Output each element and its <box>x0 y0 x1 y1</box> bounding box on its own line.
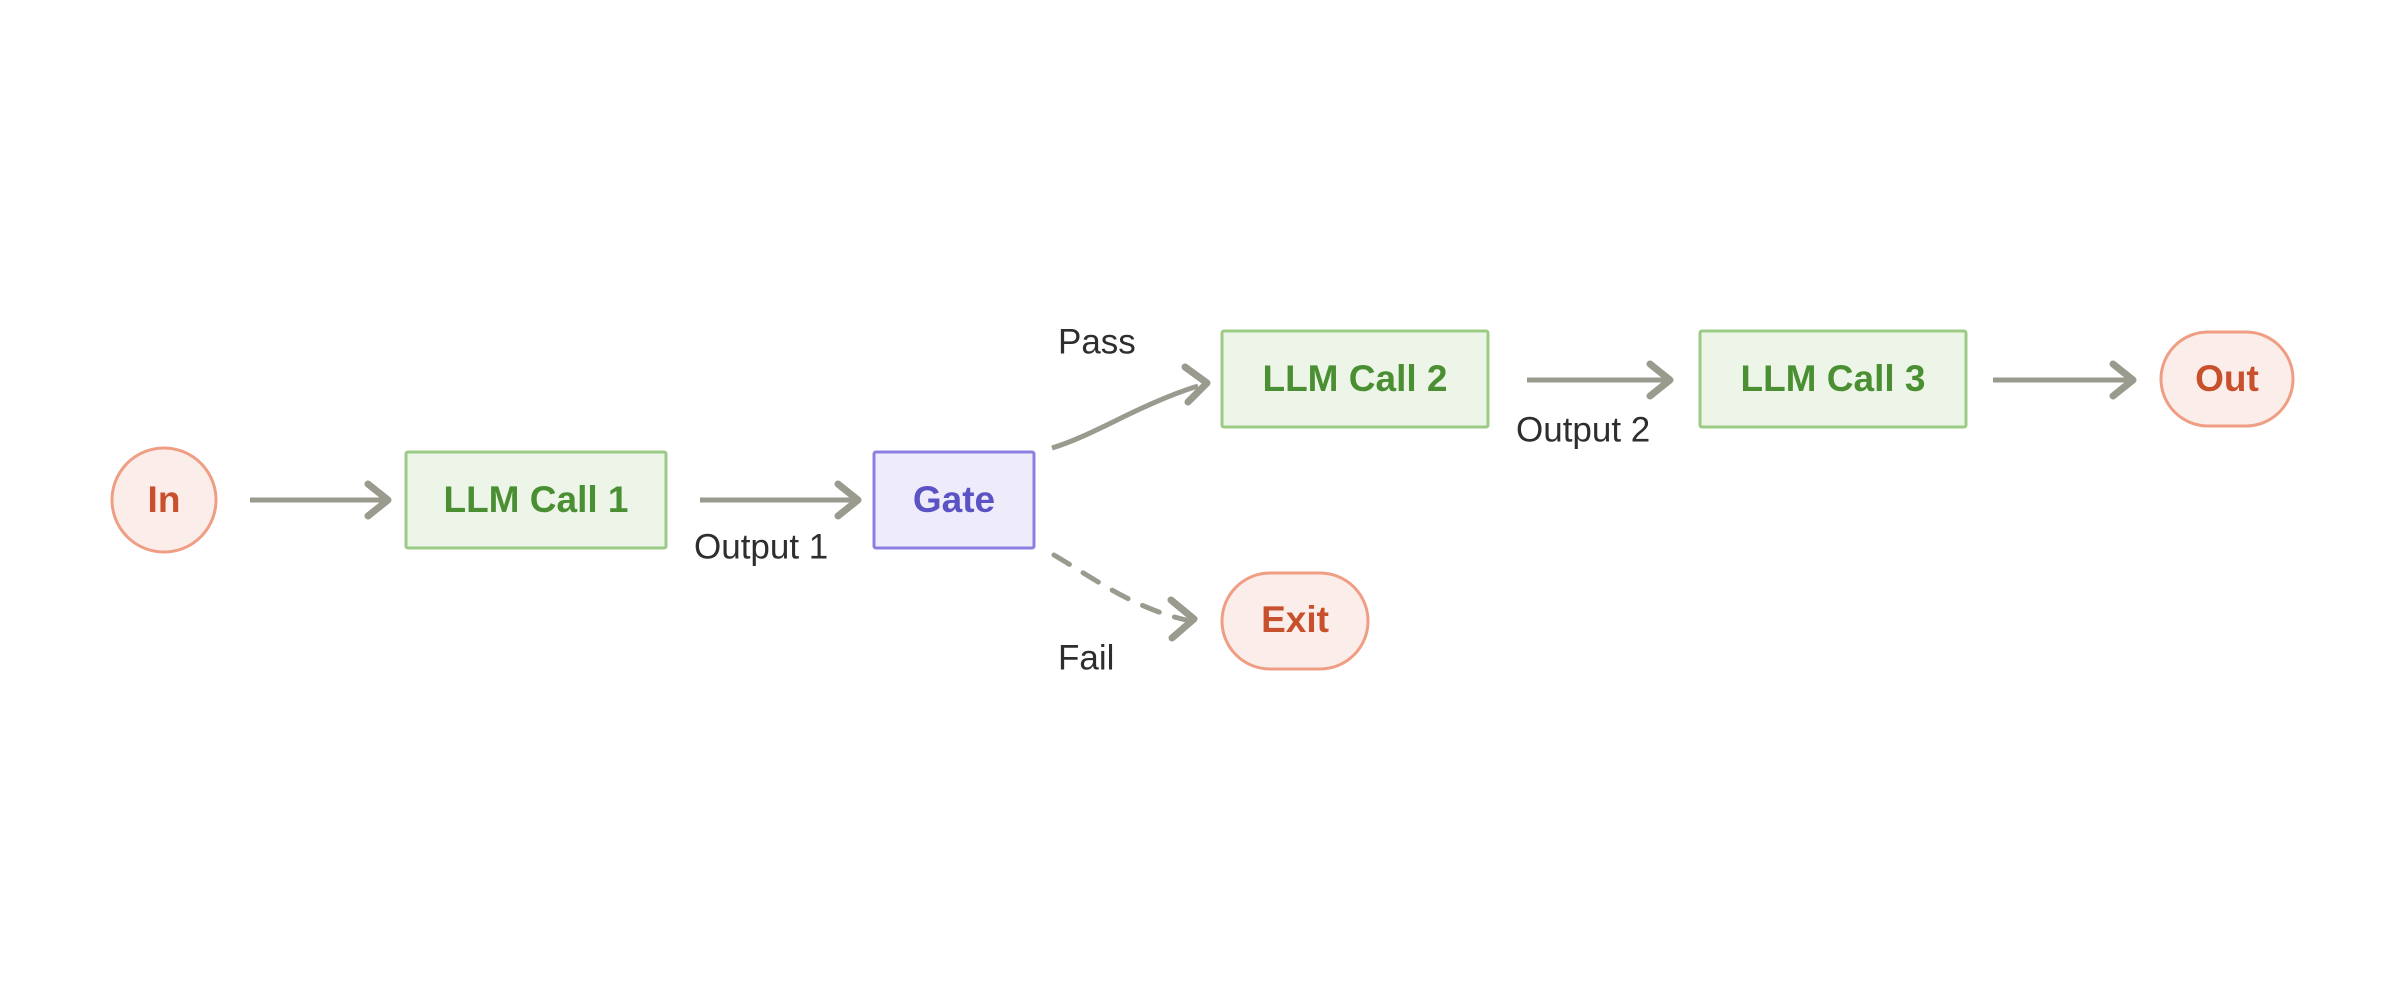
node-gate[interactable]: Gate <box>872 450 1036 550</box>
node-out[interactable]: Out <box>2159 330 2295 428</box>
node-in-label: In <box>148 479 181 520</box>
edge-in-to-llm-call-1 <box>250 480 392 520</box>
node-in-shape[interactable] <box>110 446 218 554</box>
node-exit[interactable]: Exit <box>1220 571 1370 671</box>
edge-llm-call-3-to-out <box>1993 360 2137 400</box>
edge-label-output-2: Output 2 <box>1516 410 1650 449</box>
node-llm-call-1-shape[interactable] <box>404 450 668 550</box>
node-out-shape[interactable] <box>2159 330 2295 428</box>
edge-label-fail: Fail <box>1058 638 1114 677</box>
node-exit-shape[interactable] <box>1220 571 1370 671</box>
node-llm-call-2-shape[interactable] <box>1220 329 1490 429</box>
edge-label-pass: Pass <box>1058 322 1136 361</box>
edge-llm-call-2-to-llm-call-3: Output 2 <box>1516 360 1674 449</box>
edge-llm-call-1-to-gate: Output 1 <box>694 480 862 566</box>
edge-label-output-1: Output 1 <box>694 527 828 566</box>
node-gate-label: Gate <box>913 479 995 520</box>
node-llm-call-3[interactable]: LLM Call 3 <box>1698 329 1968 429</box>
node-llm-call-1-label: LLM Call 1 <box>443 479 628 520</box>
node-llm-call-3-label: LLM Call 3 <box>1740 358 1925 399</box>
node-gate-shape[interactable] <box>872 450 1036 550</box>
node-out-label: Out <box>2195 358 2259 399</box>
edge-gate-to-llm-call-2: Pass <box>1051 322 1211 451</box>
node-in[interactable]: In <box>110 446 218 554</box>
edge-gate-to-exit: Fail <box>1051 552 1198 677</box>
node-llm-call-1[interactable]: LLM Call 1 <box>404 450 668 550</box>
node-llm-call-3-shape[interactable] <box>1698 329 1968 429</box>
node-exit-label: Exit <box>1261 599 1329 640</box>
node-llm-call-2-label: LLM Call 2 <box>1262 358 1447 399</box>
node-llm-call-2[interactable]: LLM Call 2 <box>1220 329 1490 429</box>
